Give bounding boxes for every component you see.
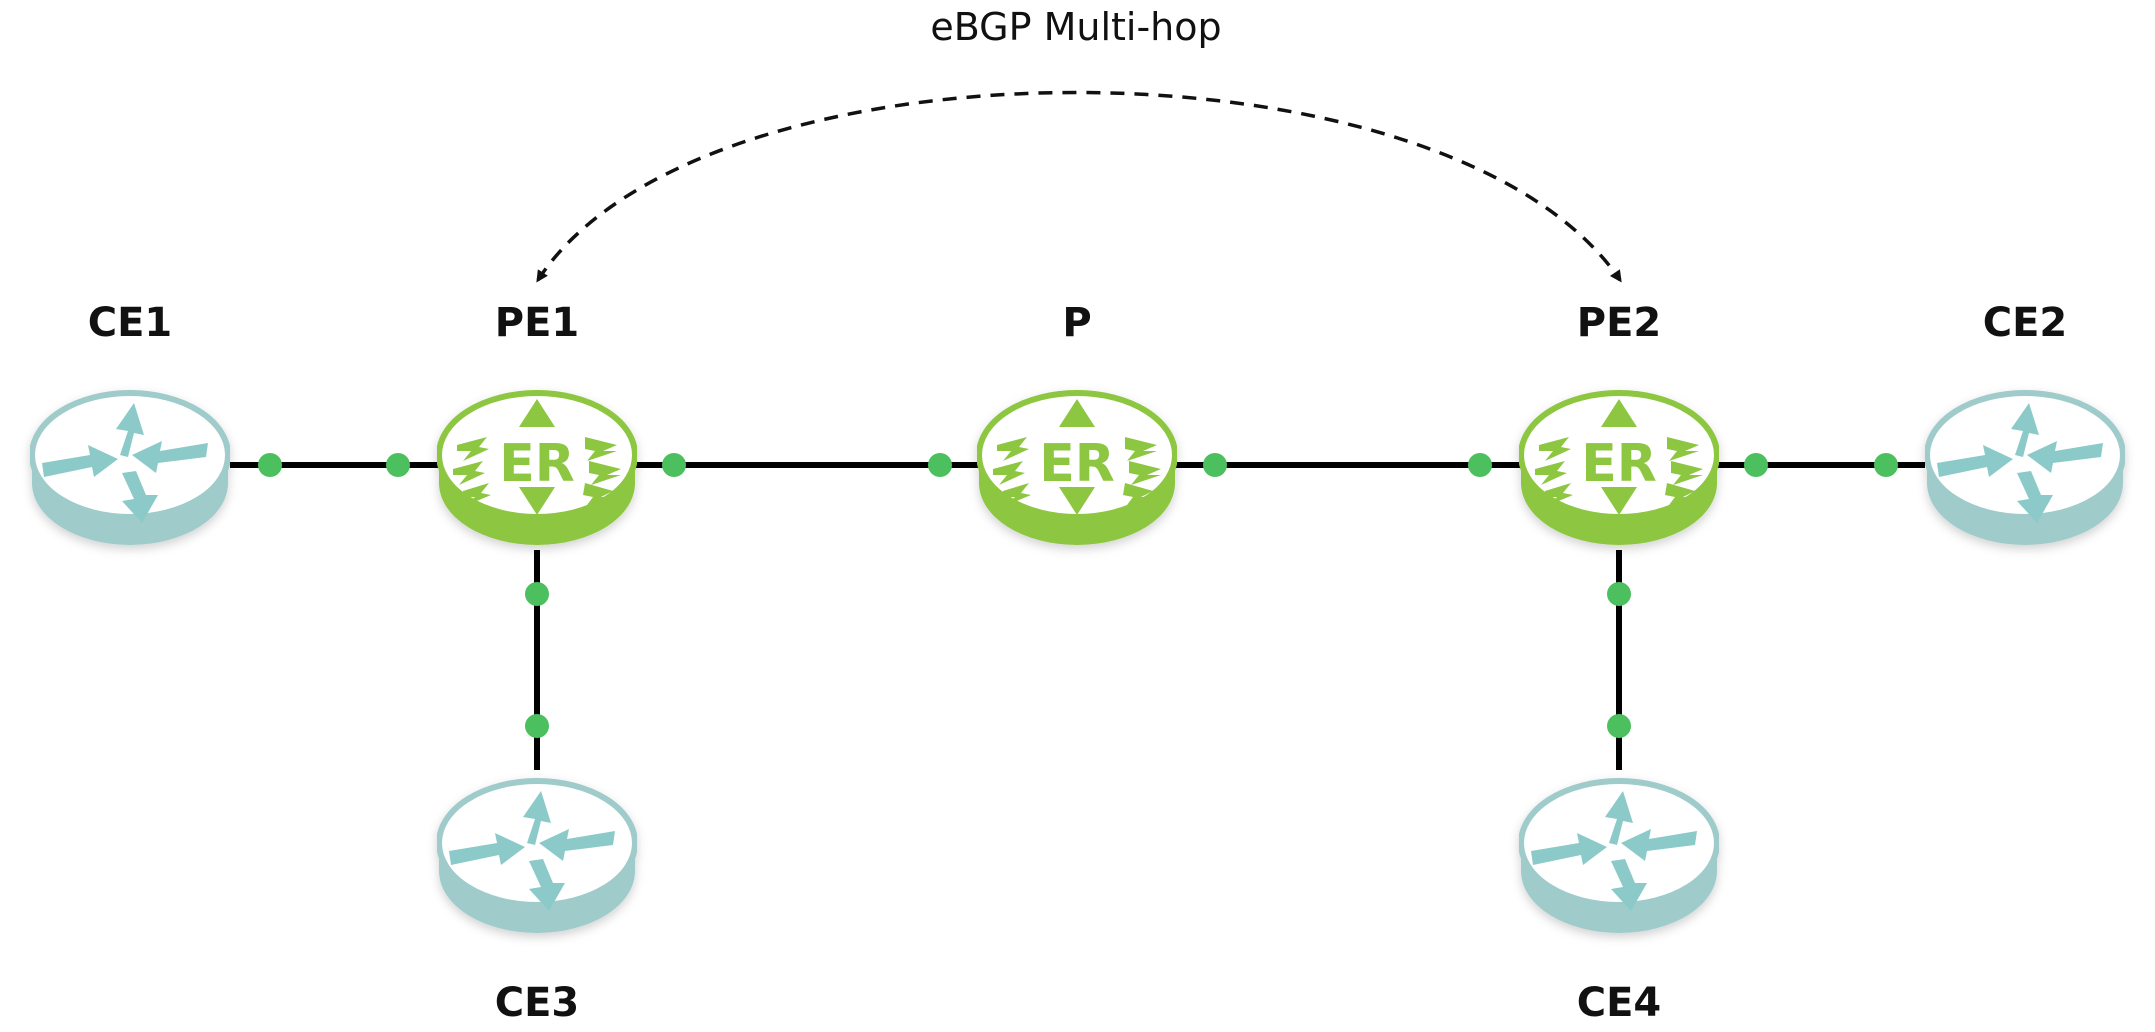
- cisco-router-icon: [1521, 781, 1717, 933]
- node-label: P: [1062, 300, 1091, 346]
- node-ce1[interactable]: CE1: [32, 300, 228, 545]
- port-dot: [525, 714, 549, 738]
- node-pe2[interactable]: PE2: [1521, 300, 1717, 545]
- cisco-router-icon: [1927, 393, 2123, 545]
- port-dot: [1468, 453, 1492, 477]
- ebgp-session-arc: [536, 90, 1622, 283]
- node-label: CE2: [1983, 300, 2068, 346]
- node-ce3[interactable]: CE3: [439, 781, 635, 1026]
- node-ce2[interactable]: CE2: [1927, 300, 2123, 545]
- node-p[interactable]: P: [979, 300, 1175, 545]
- cisco-router-icon: [439, 781, 635, 933]
- session-annotation: eBGP Multi-hop: [930, 5, 1221, 49]
- node-ce4[interactable]: CE4: [1521, 781, 1717, 1026]
- port-dot: [525, 582, 549, 606]
- port-dot: [258, 453, 282, 477]
- node-label: CE3: [495, 980, 580, 1026]
- node-pe1[interactable]: PE1: [439, 300, 635, 545]
- port-dot: [662, 453, 686, 477]
- cisco-router-icon: [32, 393, 228, 545]
- ports: [258, 453, 1898, 738]
- port-dot: [1607, 714, 1631, 738]
- node-label: CE4: [1577, 980, 1662, 1026]
- node-label: PE2: [1577, 300, 1661, 346]
- port-dot: [1744, 453, 1768, 477]
- port-dot: [1607, 582, 1631, 606]
- port-dot: [1203, 453, 1227, 477]
- edge-router-icon: [1521, 393, 1717, 545]
- port-dot: [928, 453, 952, 477]
- port-dot: [386, 453, 410, 477]
- node-label: PE1: [495, 300, 579, 346]
- edge-router-icon: [439, 393, 635, 545]
- edge-router-icon: [979, 393, 1175, 545]
- node-label: CE1: [88, 300, 173, 346]
- port-dot: [1874, 453, 1898, 477]
